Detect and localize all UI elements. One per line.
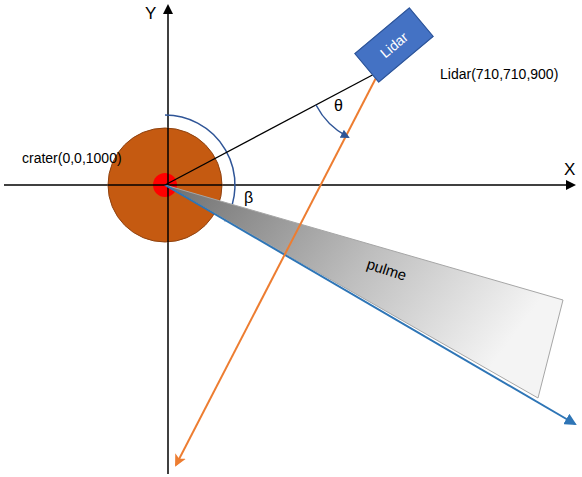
laser-beam (176, 74, 378, 465)
x-axis (4, 184, 574, 186)
y-axis (167, 6, 169, 474)
beta-symbol: β (244, 188, 253, 207)
crater-lidar-line (165, 71, 380, 185)
theta-angle-arc (316, 105, 348, 137)
lidar-box: Lidar (354, 7, 434, 82)
plume-shape: pulme (165, 185, 565, 400)
x-axis-label: X (564, 160, 575, 180)
theta-symbol: θ (334, 96, 343, 115)
y-axis-label: Y (145, 4, 156, 24)
crater-coordinates: crater(0,0,1000) (22, 150, 122, 167)
plume-outline (165, 185, 565, 400)
device-label: Lidar (377, 29, 411, 61)
plume-wedge (165, 185, 563, 398)
lidar-coordinates: Lidar(710,710,900) (440, 66, 558, 83)
plume-axis-arrow (165, 185, 575, 424)
